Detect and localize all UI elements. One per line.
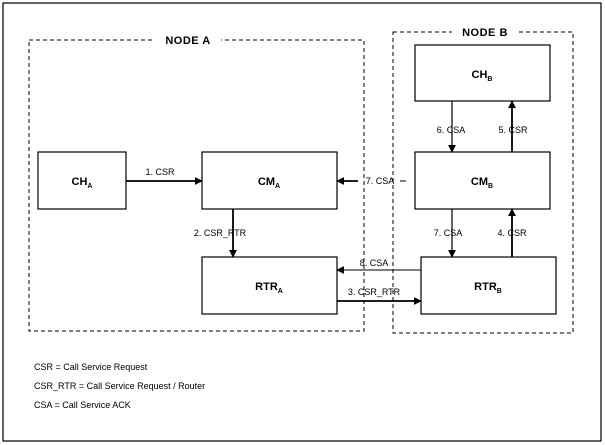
node-b-region [392, 31, 574, 334]
svg-text:1. CSR: 1. CSR [145, 167, 175, 177]
svg-text:6. CSA: 6. CSA [437, 125, 466, 135]
node-a-title: NODE A [165, 35, 210, 47]
box-rtr-b: RTRB [420, 256, 557, 315]
node-b-title-bg [452, 25, 518, 39]
arrow-5-csr: 5. CSR [498, 100, 528, 152]
svg-text:CMA: CMA [258, 176, 280, 190]
box-cm-b: CMB [414, 151, 551, 210]
node-b-title: NODE B [462, 27, 508, 39]
arrow-7-csa-cm: 7. CSA [336, 176, 406, 186]
svg-text:3. CSR_RTR: 3. CSR_RTR [348, 287, 401, 297]
arrow-3-csr-rtr: 3. CSR_RTR [337, 287, 422, 305]
legend-line-csr-rtr: CSR_RTR = Call Service Request / Router [34, 381, 206, 391]
arrow-8-csa: 8. CSA [336, 258, 421, 274]
arrow-2-csr-rtr: 2. CSR_RTR [194, 209, 247, 258]
arrow-4-csr: 4. CSR [497, 208, 527, 257]
legend-line-csr: CSR = Call Service Request [34, 362, 148, 372]
arrow-6-csa: 6. CSA [437, 101, 466, 153]
svg-text:7. CSA: 7. CSA [434, 228, 463, 238]
arrow-1-csr: 1. CSR [126, 167, 203, 185]
box-rtr-a: RTRA [201, 256, 338, 315]
svg-text:CMB: CMB [471, 176, 493, 190]
svg-text:8. CSA: 8. CSA [360, 258, 389, 268]
node-a-title-bg [155, 33, 221, 47]
node-a-region [28, 39, 365, 332]
svg-text:5. CSR: 5. CSR [498, 125, 528, 135]
svg-text:7. CSA: 7. CSA [366, 176, 395, 186]
svg-text:RTRB: RTRB [474, 281, 502, 295]
svg-text:CHA: CHA [72, 176, 93, 190]
svg-text:2. CSR_RTR: 2. CSR_RTR [194, 228, 247, 238]
svg-text:CHB: CHB [472, 69, 493, 83]
legend-line-csa: CSA = Call Service ACK [34, 400, 131, 410]
box-ch-a: CHA [37, 151, 127, 210]
box-ch-b: CHB [414, 44, 551, 102]
box-cm-a: CMA [201, 151, 338, 210]
svg-text:RTRA: RTRA [255, 281, 283, 295]
svg-text:4. CSR: 4. CSR [497, 228, 527, 238]
arrow-7-csa-rtr: 7. CSA [434, 209, 463, 258]
